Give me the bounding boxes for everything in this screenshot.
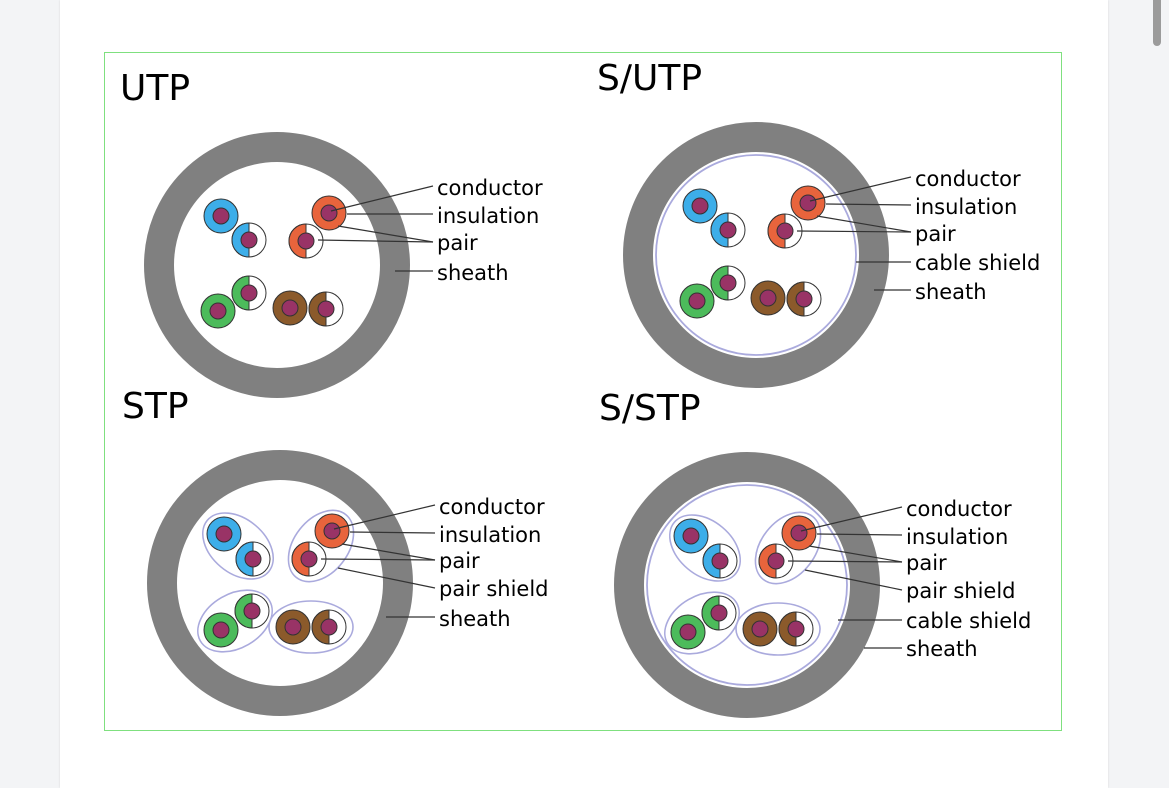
- leader-lines: [317, 185, 434, 272]
- conductor: [281, 299, 299, 317]
- label-pair-shield: pair shield: [906, 579, 1016, 603]
- pair-shield: [735, 602, 821, 656]
- conductor: [240, 284, 258, 302]
- conductor: [320, 204, 338, 222]
- leader-lines: [796, 176, 912, 291]
- conductor: [300, 550, 318, 568]
- label-pair: pair: [439, 549, 480, 573]
- label-conductor: conductor: [915, 167, 1021, 191]
- wire-pair-green: [679, 265, 746, 319]
- wire-pair-brown: [275, 609, 347, 645]
- label-sheath: sheath: [906, 637, 978, 661]
- panel-stp: STP: [122, 386, 549, 716]
- wire-pair-green: [670, 595, 737, 650]
- conductor: [297, 232, 315, 250]
- conductor: [243, 602, 261, 620]
- conductor: [682, 527, 700, 545]
- wire-pair-blue: [682, 188, 746, 248]
- label-cable-shield: cable shield: [906, 609, 1031, 633]
- pair-shield: [668, 514, 742, 582]
- panel-sstp: S/STP: [599, 388, 1031, 718]
- wire-pair-green: [203, 593, 270, 648]
- wire-pair-orange: [767, 185, 826, 249]
- label-insulation: insulation: [439, 523, 541, 547]
- conductor: [323, 522, 341, 540]
- wire-pair-green: [200, 275, 267, 329]
- label-conductor: conductor: [437, 176, 543, 200]
- conductor: [244, 550, 262, 568]
- label-pair: pair: [915, 222, 956, 246]
- label-insulation: insulation: [437, 204, 539, 228]
- panel-title-stp: STP: [122, 386, 189, 427]
- wire-pair-brown: [742, 611, 814, 647]
- conductor: [212, 621, 230, 639]
- label-conductor: conductor: [439, 495, 545, 519]
- label-sheath: sheath: [915, 280, 987, 304]
- conductor: [688, 292, 706, 310]
- pair-shield: [268, 600, 354, 654]
- conductor: [719, 274, 737, 292]
- conductor: [679, 623, 697, 641]
- conductor: [759, 289, 777, 307]
- wire-pair-brown: [750, 280, 822, 317]
- conductor: [776, 222, 794, 240]
- sheath-ring: [147, 450, 413, 716]
- sheath-ring: [623, 122, 889, 388]
- leader-lines: [320, 504, 436, 618]
- panel-title-sstp: S/STP: [599, 388, 701, 429]
- label-cable-shield: cable shield: [915, 251, 1040, 275]
- label-insulation: insulation: [906, 525, 1008, 549]
- conductor: [320, 618, 338, 636]
- sheath-ring: [144, 132, 410, 398]
- wire-pair-brown: [272, 290, 344, 327]
- conductor: [790, 524, 808, 542]
- sheath-ring: [614, 452, 880, 718]
- conductor: [215, 525, 233, 543]
- wire-pair-blue: [206, 516, 271, 577]
- conductor: [719, 221, 737, 239]
- panel-title-sutp: S/UTP: [597, 58, 702, 99]
- conductor: [711, 552, 729, 570]
- conductor: [691, 197, 709, 215]
- scrollbar-track[interactable]: [1147, 0, 1169, 788]
- label-sheath: sheath: [437, 261, 509, 285]
- wire-pair-blue: [203, 198, 267, 258]
- conductor: [751, 620, 769, 638]
- cable-shield: [655, 154, 857, 356]
- label-conductor: conductor: [906, 497, 1012, 521]
- conductor: [787, 620, 805, 638]
- label-sheath: sheath: [439, 607, 511, 631]
- panel-utp: UTP: [120, 68, 543, 398]
- wire-pair-orange: [291, 513, 350, 577]
- pair-shields: [664, 511, 822, 656]
- panel-sutp: S/UTP: [597, 58, 1040, 388]
- conductor: [795, 290, 813, 308]
- pair-shield: [201, 512, 275, 580]
- label-pair: pair: [906, 551, 947, 575]
- label-pair: pair: [437, 231, 478, 255]
- panel-title-utp: UTP: [120, 68, 190, 109]
- conductor: [209, 302, 227, 320]
- pair-shield: [754, 511, 822, 585]
- cable-shield: [646, 484, 848, 686]
- scrollbar-thumb[interactable]: [1153, 0, 1161, 46]
- conductor: [240, 231, 258, 249]
- wire-pair-blue: [673, 518, 738, 579]
- conductor: [284, 618, 302, 636]
- leader-lines: [787, 506, 903, 649]
- conductor: [710, 604, 728, 622]
- label-insulation: insulation: [915, 195, 1017, 219]
- pair-shields: [197, 509, 355, 654]
- wire-pair-orange: [758, 515, 817, 579]
- wire-pair-orange: [288, 195, 347, 259]
- pair-shield: [197, 589, 273, 653]
- conductor: [799, 194, 817, 212]
- pair-shield: [287, 509, 355, 583]
- pair-shield: [664, 591, 740, 655]
- conductor: [767, 552, 785, 570]
- conductor: [317, 300, 335, 318]
- label-pair-shield: pair shield: [439, 577, 549, 601]
- conductor: [212, 207, 230, 225]
